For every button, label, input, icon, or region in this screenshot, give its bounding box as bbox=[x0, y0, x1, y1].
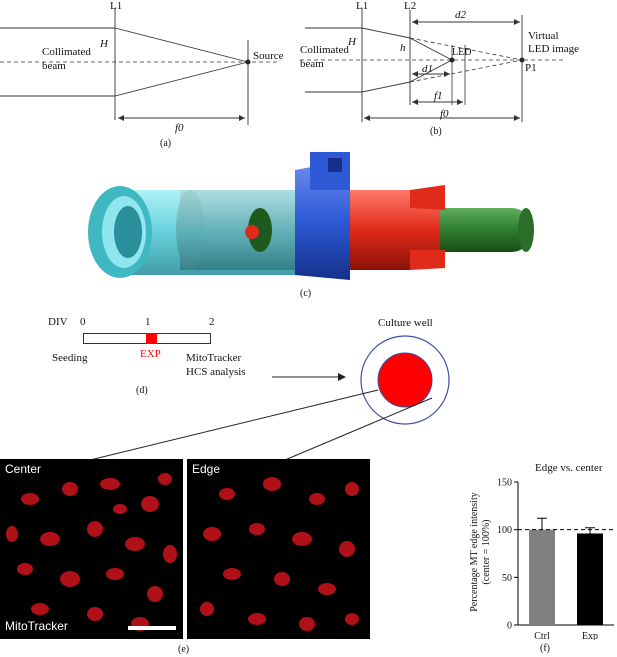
lens-l1-label: L1 bbox=[110, 0, 123, 12]
y-tick-label: 50 bbox=[502, 573, 512, 584]
caption-c: (c) bbox=[300, 288, 312, 299]
y-tick-label: 150 bbox=[497, 478, 512, 489]
culture-well-diagram bbox=[360, 335, 450, 425]
scale-bar bbox=[128, 626, 176, 630]
edge-micrograph: Edge bbox=[187, 459, 370, 639]
exp-marker bbox=[146, 333, 157, 344]
arrow-to-well bbox=[272, 373, 346, 381]
beam-label-b: beam bbox=[300, 58, 324, 70]
collimated-label-b: Collimated bbox=[300, 44, 349, 56]
panel-b-diagram bbox=[300, 8, 565, 122]
device-3d-render bbox=[88, 152, 534, 280]
height-label: H bbox=[100, 38, 108, 50]
bar-exp bbox=[577, 533, 603, 625]
tick-0: 0 bbox=[80, 316, 86, 328]
center-cells bbox=[6, 473, 177, 631]
virtual-label: Virtual bbox=[528, 30, 559, 42]
y-axis-label-line1: Percentage MT edge intensity bbox=[469, 492, 480, 612]
bar-ctrl bbox=[529, 529, 555, 625]
x-tick-label-ctrl: Ctrl bbox=[534, 631, 550, 640]
caption-b: (b) bbox=[430, 126, 442, 137]
beam-label: beam bbox=[42, 60, 66, 72]
div-label: DIV bbox=[48, 316, 68, 328]
edge-cells bbox=[200, 477, 359, 631]
edge-label: Edge bbox=[192, 462, 221, 476]
chart-title: Edge vs. center bbox=[535, 462, 603, 474]
source-label: Source bbox=[253, 50, 284, 62]
y-tick-label: 0 bbox=[507, 621, 512, 632]
f1-label: f1 bbox=[434, 90, 443, 102]
led-image-label: LED image bbox=[528, 43, 580, 55]
center-label: Center bbox=[5, 462, 42, 476]
zoom-lines bbox=[89, 389, 433, 461]
panel-a-diagram bbox=[0, 8, 278, 125]
mitotracker-stain-label: MitoTracker bbox=[5, 619, 68, 633]
height-big-label: H bbox=[348, 36, 356, 48]
hcs-analysis-label: HCS analysis bbox=[186, 366, 246, 378]
y-tick-label: 100 bbox=[497, 525, 512, 536]
caption-a: (a) bbox=[160, 138, 172, 149]
tick-2: 2 bbox=[209, 316, 215, 328]
d1-label: d1 bbox=[422, 63, 433, 75]
focal-f0-label: f0 bbox=[175, 122, 184, 134]
culture-well-label: Culture well bbox=[378, 317, 433, 329]
seeding-label: Seeding bbox=[52, 352, 88, 364]
exp-label: EXP bbox=[140, 348, 161, 360]
tick-1: 1 bbox=[145, 316, 151, 328]
p1-label: P1 bbox=[525, 62, 537, 74]
lens-l1-label-b: L1 bbox=[356, 0, 369, 12]
caption-e: (e) bbox=[178, 644, 190, 655]
caption-f: (f) bbox=[540, 643, 550, 654]
caption-d: (d) bbox=[136, 385, 148, 396]
collimated-label: Collimated bbox=[42, 46, 91, 58]
d2-label: d2 bbox=[455, 9, 466, 21]
f0-label-b: f0 bbox=[440, 108, 449, 120]
mitotracker-label: MitoTracker bbox=[186, 352, 242, 364]
center-micrograph: Center MitoTracker bbox=[0, 459, 183, 639]
x-tick-label-exp: Exp bbox=[582, 631, 598, 640]
height-small-label: h bbox=[400, 42, 406, 54]
lens-l2-label: L2 bbox=[404, 0, 417, 12]
led-label: LED bbox=[452, 47, 472, 58]
